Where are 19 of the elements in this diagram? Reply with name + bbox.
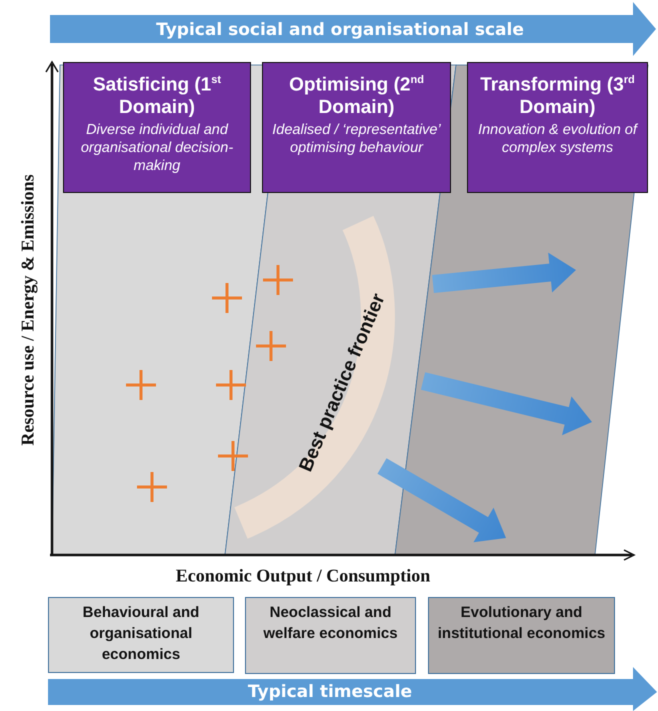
school-box xyxy=(428,597,615,674)
school-label: Neoclassical and welfare economics xyxy=(262,603,399,644)
domain-box xyxy=(467,62,648,193)
axis-title: Resource use / Energy & Emissions xyxy=(18,174,38,446)
domain-heading: Transforming (3$^{rd}$ Domain) xyxy=(479,73,636,120)
school-label: Evolutionary and institutional economics xyxy=(436,603,606,644)
domain-heading: Optimising (2$^{nd}$ Domain) xyxy=(288,73,425,120)
domain-description: Diverse individual and organisational decision-making xyxy=(80,121,234,176)
domain-heading: Satisficing (1$^{st}$ Domain) xyxy=(92,73,222,120)
timescale-title: Typical timescale xyxy=(248,682,412,702)
school-box xyxy=(245,597,416,674)
school-label: Behavioural and organisational economics xyxy=(82,603,200,665)
domain-description: Idealised / ‘representative’ optimising behaviour xyxy=(271,121,442,158)
scale-title: Typical social and organisational scale xyxy=(156,20,524,40)
domain-description: Innovation & evolution of complex systems xyxy=(477,121,640,158)
axis-title: Economic Output / Consumption xyxy=(176,566,430,586)
domain-box xyxy=(262,62,451,193)
school-box xyxy=(48,597,234,673)
domain-box xyxy=(63,62,251,193)
